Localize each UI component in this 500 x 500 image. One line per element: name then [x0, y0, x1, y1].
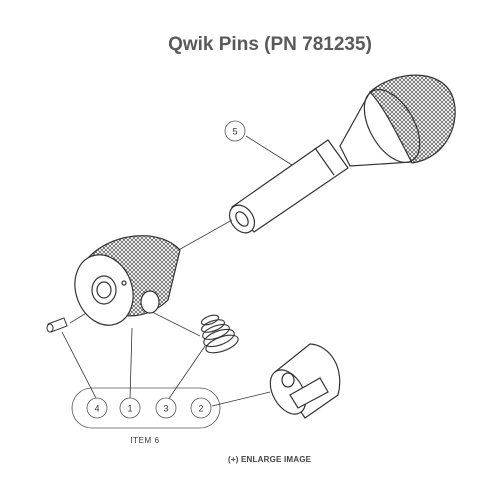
callout-5: 5 [224, 120, 293, 166]
callout-3-label: 3 [163, 404, 168, 414]
item-4-small-pin [46, 317, 68, 333]
item-5-shaft-handle [228, 74, 456, 234]
item-6-label: ITEM 6 [130, 436, 159, 445]
item-6-group: 4 1 3 2 ITEM 6 [61, 327, 271, 445]
callout-1-label: 1 [127, 404, 132, 414]
assembly-axis-lines [69, 219, 233, 337]
item-3-spring [200, 314, 239, 354]
item-1-knurled-collar [74, 235, 181, 326]
enlarge-image-link[interactable]: (+) ENLARGE IMAGE [228, 455, 312, 464]
callout-4-label: 4 [94, 404, 99, 414]
page-title: Qwik Pins (PN 781235) [168, 34, 372, 55]
callout-5-label: 5 [232, 127, 237, 137]
item-2-end-cap [269, 343, 341, 419]
callout-2-label: 2 [198, 404, 203, 414]
